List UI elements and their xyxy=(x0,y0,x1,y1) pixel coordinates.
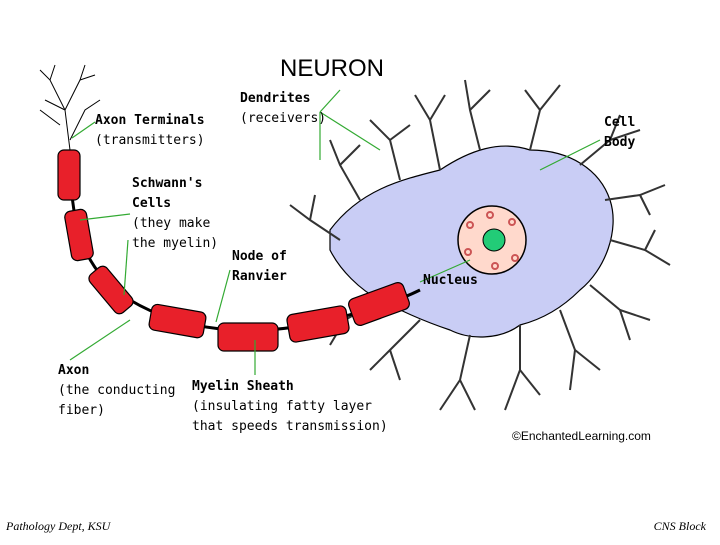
axon-terminals xyxy=(39,64,101,151)
myelin-segment xyxy=(148,303,207,339)
myelin-segment xyxy=(64,208,94,262)
myelin-sheath-label: Myelin Sheath xyxy=(192,379,294,394)
myelin-segment xyxy=(57,149,81,201)
axon-sublabel-line2: fiber) xyxy=(58,403,105,418)
myelin-sheath-sublabel-line1: (insulating fatty layer xyxy=(192,399,373,414)
schwann-cells-label-line2: Cells xyxy=(132,196,172,211)
myelin-segment xyxy=(348,282,410,326)
schwann-cells-sublabel-line2: the myelin) xyxy=(132,236,219,251)
nucleus xyxy=(457,205,527,275)
axon-terminals-label: Axon Terminals xyxy=(95,113,205,128)
dendrites xyxy=(289,79,671,411)
node-of-ranvier-label-line2: Ranvier xyxy=(232,269,287,284)
schwann-cells-label-line1: Schwann's xyxy=(132,176,203,191)
axon-sublabel-line1: (the conducting xyxy=(58,383,176,398)
axon-terminals-sublabel: (transmitters) xyxy=(95,133,205,148)
footer-right: CNS Block xyxy=(653,519,706,533)
myelin-sheath xyxy=(57,149,410,352)
myelin-sheath-sublabel-line2: that speeds transmission) xyxy=(192,419,388,434)
pointer-lines xyxy=(69,89,601,375)
dendrites-label: Dendrites xyxy=(240,91,311,106)
cell-body-label-line2: Body xyxy=(604,135,636,150)
cell-body-label-line1: Cell xyxy=(604,115,636,130)
copyright-credit: ©EnchantedLearning.com xyxy=(512,429,651,443)
myelin-segment xyxy=(88,265,134,315)
schwann-cells-sublabel-line1: (they make xyxy=(132,216,211,231)
diagram-title: NEURON xyxy=(280,55,385,82)
myelin-segment xyxy=(286,305,350,343)
node-of-ranvier-label-line1: Node of xyxy=(232,249,287,264)
myelin-segment xyxy=(217,322,279,352)
footer-left: Pathology Dept, KSU xyxy=(6,519,111,533)
axon-label: Axon xyxy=(58,363,90,378)
nucleus-label: Nucleus xyxy=(423,273,478,288)
dendrites-sublabel: (receivers) xyxy=(240,111,327,126)
